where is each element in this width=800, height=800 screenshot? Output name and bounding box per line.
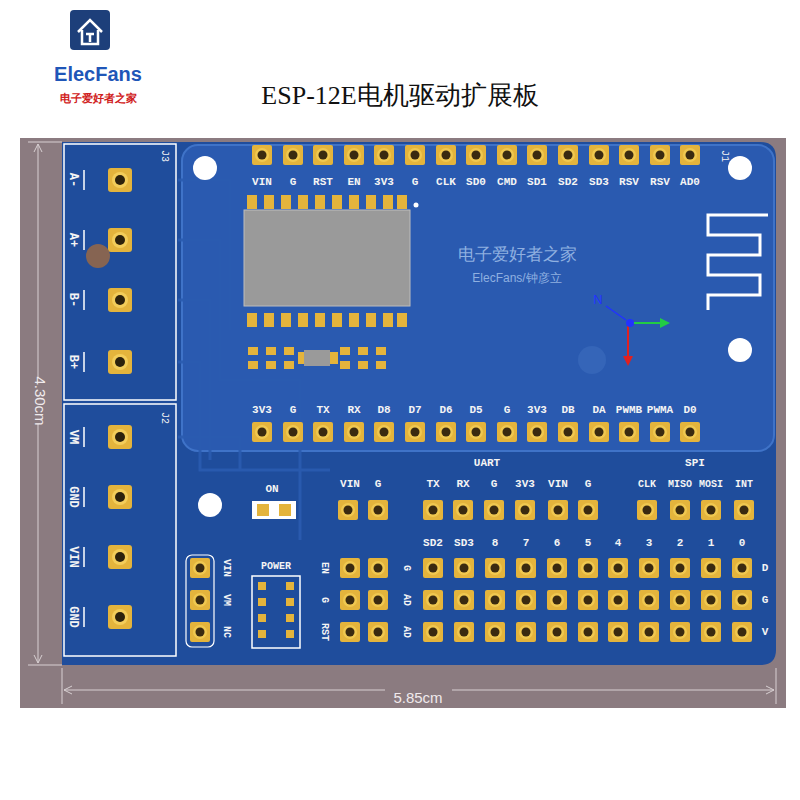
pin-label: 3V3 (515, 478, 535, 490)
pin-label: SD1 (527, 176, 547, 188)
pin-label: D6 (439, 404, 452, 416)
connector-name: J2 (159, 412, 170, 424)
pin-label: G (585, 478, 592, 490)
pin-label: DB (561, 404, 574, 416)
dimension: 4.30cm (32, 376, 49, 425)
terminal-label: A- (65, 173, 78, 187)
pin-label: MOSI (699, 479, 723, 490)
pin-label: 0 (739, 537, 746, 549)
pin-label: RST (319, 623, 330, 641)
terminal-label: VIN (65, 546, 78, 568)
pin-label: CLK (638, 479, 656, 490)
pin-label: 3V3 (374, 176, 394, 188)
pin-label: 8 (492, 537, 499, 549)
pin-label: RST (313, 176, 333, 188)
pin-label: RSV (619, 176, 639, 188)
pin-label: G (319, 597, 330, 603)
pin-label: NC (221, 626, 232, 638)
pin-label: 3V3 (527, 404, 547, 416)
connector-name: J3 (159, 150, 170, 162)
group-label: POWER (261, 561, 291, 572)
logo-text: ElecFans (54, 63, 142, 85)
pin-label: 3V3 (252, 404, 272, 416)
pin-label: EN (319, 562, 330, 574)
pin-label: D5 (469, 404, 482, 416)
pin-label: G (412, 176, 419, 188)
pin-label: SD2 (423, 537, 443, 549)
terminal-label: GND (65, 486, 78, 508)
pin-label: 5 (585, 537, 592, 549)
group-label: UART (474, 457, 500, 469)
switch-label: ON (265, 483, 278, 495)
pin-label: RX (456, 478, 469, 490)
pin-label: 7 (523, 537, 530, 549)
pin-label: VIN (340, 478, 360, 490)
row-label: V (762, 626, 769, 638)
pin-label: 4 (615, 537, 622, 549)
pin-label: G (401, 565, 412, 571)
pin-label: AD (401, 594, 412, 606)
pin-label: 2 (677, 537, 684, 549)
pin-label: SD3 (454, 537, 474, 549)
terminal-label: VM (65, 430, 78, 444)
pin-label: G (491, 478, 498, 490)
pin-label: EN (347, 176, 360, 188)
row-label: G (762, 594, 769, 606)
pin-label: SD3 (589, 176, 609, 188)
group-label: SPI (685, 457, 705, 469)
pin-label: 1 (708, 537, 715, 549)
pin-label: RX (347, 404, 360, 416)
pin-label: 3 (646, 537, 653, 549)
terminal-label: B- (65, 293, 78, 307)
pin-label: VIN (252, 176, 272, 188)
pin-label: SD2 (558, 176, 578, 188)
watermark: 电子爱好者之家 (458, 246, 577, 265)
pin-label: TX (316, 404, 329, 416)
pin-label: D7 (408, 404, 421, 416)
terminal-label: B+ (65, 355, 78, 369)
pin-label: AD (401, 626, 412, 638)
pin-label: D8 (377, 404, 390, 416)
pin-label: VIN (548, 478, 568, 490)
pin-label: MISO (668, 479, 692, 490)
pin-label: CMD (497, 176, 517, 188)
pin-label: TX (426, 478, 439, 490)
logo-subtext: 电子爱好者之家 (60, 92, 137, 104)
pin-label: VIN (221, 559, 232, 577)
pin-label: INT (735, 479, 753, 490)
terminal-label: A+ (65, 233, 78, 247)
row-label: D (762, 562, 769, 574)
pin-label: PWMB (616, 404, 642, 416)
pin-label: AD0 (680, 176, 700, 188)
pin-label: G (375, 478, 382, 490)
title: ESP-12E电机驱动扩展板 (261, 82, 538, 111)
pin-label: DA (592, 404, 605, 416)
pin-label: 6 (554, 537, 561, 549)
pin-label: G (290, 176, 297, 188)
pin-label: G (290, 404, 297, 416)
pin-label: D0 (683, 404, 696, 416)
axis-label: N (593, 293, 602, 307)
pin-label: SD0 (466, 176, 486, 188)
pin-label: CLK (436, 176, 456, 188)
pin-label: RSV (650, 176, 670, 188)
pin-label: G (504, 404, 511, 416)
pin-label: PWMA (647, 404, 673, 416)
watermark: ElecFans/钟彦立 (472, 272, 561, 285)
terminal-label: GND (65, 606, 78, 628)
pin-label: VM (221, 594, 232, 606)
connector-name: J1 (719, 150, 730, 162)
dimension: 5.85cm (393, 690, 442, 707)
